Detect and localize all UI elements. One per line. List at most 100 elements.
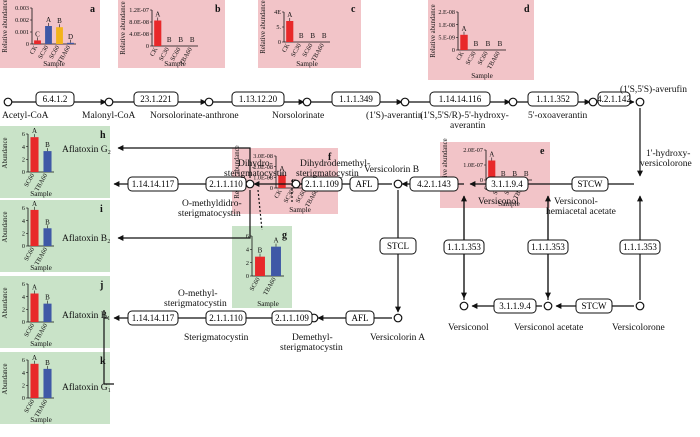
enzyme-label-21: AFL — [351, 313, 368, 323]
chart-c-ytick-label: 4E — [274, 9, 281, 16]
chart-c-ylabel: Relative abundance — [260, 0, 267, 53]
label-versiconol-top: Versiconol — [478, 197, 519, 207]
panel-k-bg — [0, 352, 110, 424]
chart-k-xlabel: Sample — [30, 416, 52, 424]
label-hydroxyaverantin-2: averantin — [450, 121, 486, 131]
enzyme-label-1: 6.4.1.2 — [43, 94, 68, 104]
label-hemiacetal-2: hemiacetal acetate — [546, 207, 616, 217]
panel-h-bg — [0, 126, 110, 198]
enzyme-box-21: AFL — [345, 310, 375, 326]
chart-a-bar — [67, 42, 74, 44]
node-versiconol-bottom — [459, 301, 469, 311]
chart-c-sig-letter: B — [322, 32, 327, 40]
label-o-methylsterig-1: O-methyl- — [178, 289, 218, 299]
chart-e-panel-label: e — [540, 146, 545, 157]
chart-f-panel-label: f — [328, 152, 332, 163]
chart-d-sig-letter: A — [461, 25, 466, 33]
chart-k-ylabel: Abundance — [2, 364, 9, 395]
chart-c-ytick-label: 0 — [278, 39, 281, 46]
chart-f-category-label: CK — [273, 188, 284, 200]
enzyme-box-23: 2.1.1.110 — [205, 310, 247, 326]
chart-j-ytick-label: 2 — [22, 307, 25, 314]
chart-i-ylabel: Abundance — [2, 212, 9, 243]
chart-h-ytick-label: 0 — [22, 169, 25, 176]
enzyme-label-10: 4.2.1.143 — [417, 179, 451, 189]
chart-j-bar — [43, 303, 52, 322]
chart-a-ytick-label: 0 — [26, 41, 29, 48]
chart-a-ytick-label: 0.001 — [15, 29, 29, 36]
chart-e-sig-letter: B — [501, 170, 506, 178]
chart-c-xlabel: Sample — [296, 60, 318, 68]
chart-i-sig-letter: A — [32, 200, 37, 208]
chart-e-ytick-label: 2.0E-07 — [463, 147, 483, 154]
chart-h-ytick-label: 6 — [22, 131, 25, 138]
label-malonyl-coa: Malonyl-CoA — [82, 111, 135, 121]
chart-g-panel-label: g — [282, 230, 287, 241]
enzyme-boxes: 6.4.1.2 23.1.221 1.13.12.20 1.1.1.349 1.… — [35, 91, 661, 326]
chart-g-ytick-label: 4 — [246, 247, 249, 254]
chart-a-xlabel: Sample — [43, 60, 65, 68]
chart-j-ylabel: Abundance — [2, 288, 9, 319]
enzyme-box-17: 1.1.1.353 — [619, 239, 661, 255]
label-norsol-anthrone: Norsolorinate-anthrone — [150, 111, 239, 121]
label-versicolorone: Versicolorone — [612, 323, 665, 333]
arrow-to-b2 — [117, 190, 251, 241]
chart-e-ytick-label: 0 — [480, 177, 483, 184]
enzyme-label-20: STCL — [387, 241, 409, 251]
node-averantin — [400, 97, 410, 107]
chart-d-bar — [460, 34, 468, 50]
arrow-to-g2 — [117, 145, 251, 178]
enzyme-label-18: 3.1.1.9.4 — [499, 301, 531, 311]
chart-d-ytick-label: 2.E-08 — [438, 9, 455, 16]
chart-g-bar — [255, 256, 265, 276]
chart-i-bar — [30, 209, 39, 246]
chart-b-ytick-label: 8.0E-08 — [129, 19, 149, 26]
label-omdh-2: sterigmatocystin — [178, 209, 241, 219]
chart-a-bar — [34, 40, 41, 44]
panel-j-bg — [0, 276, 110, 348]
chart-g-sig-letter: A — [273, 237, 278, 245]
panel-b-bg — [118, 0, 225, 68]
arrow-to-g1 — [103, 318, 114, 385]
chart-g-ytick-label: 6 — [246, 233, 249, 240]
label-demethyl-sterig-1: Demethyl- — [292, 333, 333, 343]
chart-a-sig-letter: A — [46, 16, 51, 24]
chart-f-bar — [278, 175, 286, 188]
enzyme-box-5: 1.14.14.116 — [429, 91, 491, 107]
chart-h-sig-letter: A — [32, 127, 37, 135]
chart-a-sig-letter: C — [35, 30, 40, 38]
label-dihydro-sterig-2: sterigmatocystin — [224, 169, 287, 179]
chart-a-bar — [45, 26, 52, 44]
chart-f-xlabel: Sample — [289, 206, 311, 214]
panel-i-bg — [0, 200, 110, 272]
enzyme-label-14: 1.14.14.117 — [132, 179, 175, 189]
chart-k-sig-letter: B — [45, 359, 50, 367]
chart-d-panel-label: d — [524, 4, 530, 15]
enzyme-box-7: 4.2.1.142 — [597, 91, 631, 107]
compound-labels: Acetyl-CoA Malonyl-CoA Norsolorinate-ant… — [2, 84, 692, 393]
label-aflatoxin-g1: Aflatoxin G₁ — [62, 382, 111, 393]
chart-i-sig-letter: B — [45, 218, 50, 226]
chart-k-ytick-label: 2 — [22, 383, 25, 390]
label-o-methylsterig-2: sterigmatocystin — [164, 299, 227, 309]
chart-i-ytick-label: 2 — [22, 231, 25, 238]
chart-j-xlabel: Sample — [30, 340, 52, 348]
chart-b-ytick-label: 0 — [146, 43, 149, 50]
label-dihydro-sterig-1: Dihydro- — [238, 159, 273, 169]
label-hydroxyversicolorone-1: 1'-hydroxy- — [646, 149, 690, 159]
chart-e-xlabel: Sample — [498, 200, 520, 208]
chart-b-xlabel: Sample — [164, 60, 186, 68]
chart-h-ylabel: Abundance — [2, 138, 9, 169]
label-demethyl-sterig-2: sterigmatocystin — [280, 343, 343, 353]
label-versiconol-bottom: Versiconol — [448, 323, 489, 333]
enzyme-box-4: 1.1.1.349 — [331, 91, 381, 107]
label-versicolorin-a: Versicolorin A — [370, 333, 425, 343]
chart-c-ytick-label: 5. — [276, 24, 281, 31]
chart-j-sig-letter: A — [32, 284, 37, 292]
chart-e-sig-letter: A — [489, 151, 494, 159]
label-versicolorin-b: Versicolorin B — [364, 165, 419, 175]
chart-b-sig-letter: A — [155, 11, 160, 19]
chart-a-sig-letter: B — [57, 17, 62, 25]
